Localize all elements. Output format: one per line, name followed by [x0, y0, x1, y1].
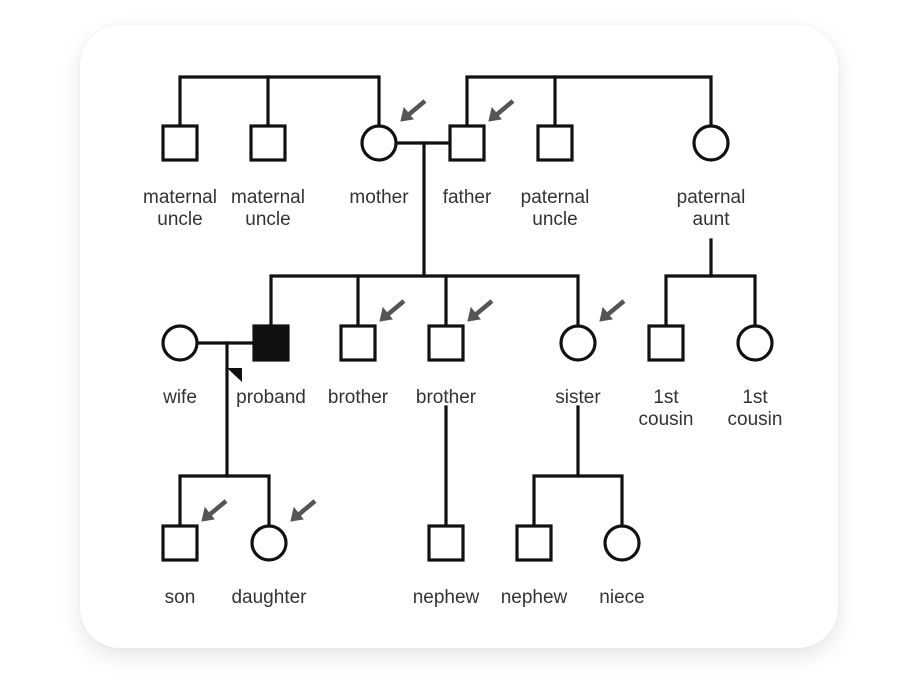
paternal-sibship-line — [465, 75, 713, 128]
brother1-arrow-icon — [379, 299, 406, 322]
niece-label: niece — [599, 587, 644, 608]
nephew2-square-node[interactable] — [515, 524, 553, 562]
mu1-label: uncle — [157, 209, 202, 230]
son-label: son — [165, 587, 196, 608]
mother-arrow-icon — [400, 99, 427, 122]
sister-circle-node[interactable] — [559, 324, 597, 362]
sister-label: sister — [555, 387, 601, 408]
mu2-label: maternal — [231, 187, 305, 208]
brother2-arrow-icon — [467, 299, 494, 322]
wife-circle-node[interactable] — [161, 324, 199, 362]
father-square-node[interactable] — [448, 124, 486, 162]
sibship-line-sister-children — [532, 474, 624, 528]
father-label: father — [443, 187, 492, 208]
brother1-label: brother — [328, 387, 389, 408]
wife-label: wife — [162, 387, 197, 408]
pu-label: paternal — [521, 187, 590, 208]
daughter-circle-node[interactable] — [250, 524, 288, 562]
brother2-label: brother — [416, 387, 477, 408]
mother-circle-node[interactable] — [360, 124, 398, 162]
maternal-sibship-line — [178, 75, 381, 128]
cousin2-circle-node[interactable] — [736, 324, 774, 362]
mother-label: mother — [349, 187, 409, 208]
pa-label: aunt — [693, 209, 731, 230]
proband-square-node[interactable] — [252, 324, 290, 362]
mu1-square-node[interactable] — [161, 124, 199, 162]
cousin1-label: cousin — [639, 409, 694, 430]
brother2-square-node[interactable] — [427, 324, 465, 362]
pa-label: paternal — [677, 187, 746, 208]
mu1-label: maternal — [143, 187, 217, 208]
pa-circle-node[interactable] — [692, 124, 730, 162]
cousin2-label: cousin — [728, 409, 783, 430]
cousin2-label: 1st — [742, 387, 768, 408]
cousin1-square-node[interactable] — [647, 324, 685, 362]
proband-marker-icon — [227, 368, 242, 382]
cousin1-label: 1st — [653, 387, 679, 408]
brother1-square-node[interactable] — [339, 324, 377, 362]
pu-square-node[interactable] — [536, 124, 574, 162]
son-square-node[interactable] — [161, 524, 199, 562]
niece-circle-node[interactable] — [603, 524, 641, 562]
mu2-label: uncle — [245, 209, 290, 230]
nephew1-square-node[interactable] — [427, 524, 465, 562]
sibship-line-proband — [269, 274, 580, 328]
nephew2-label: nephew — [501, 587, 568, 608]
daughter-arrow-icon — [290, 499, 317, 522]
sibship-line-cousins — [664, 274, 757, 328]
nephew1-label: nephew — [413, 587, 480, 608]
daughter-label: daughter — [231, 587, 307, 608]
proband-label: proband — [236, 387, 306, 408]
sibship-line-children — [178, 474, 271, 528]
father-arrow-icon — [488, 99, 515, 122]
mu2-square-node[interactable] — [249, 124, 287, 162]
son-arrow-icon — [201, 499, 228, 522]
pu-label: uncle — [532, 209, 577, 230]
sister-arrow-icon — [599, 299, 626, 322]
